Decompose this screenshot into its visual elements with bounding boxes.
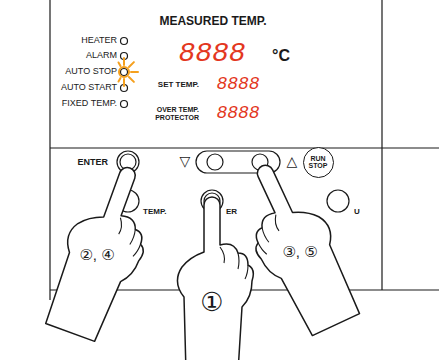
- indicator-label: FIXED TEMP.: [62, 99, 117, 109]
- callout-number: ①: [200, 288, 223, 317]
- callout-number: ②, ④: [79, 247, 114, 264]
- glow-ring: [119, 67, 129, 77]
- glow-ray: [123, 79, 125, 86]
- indicator-label: AUTO STOP: [65, 67, 117, 77]
- button-text: RUN STOP: [307, 155, 329, 170]
- led: [121, 69, 128, 76]
- pointing-hand: [177, 197, 253, 360]
- button-label: ENTER: [77, 158, 108, 168]
- display-label: OVER TEMP. PROTECTOR: [149, 106, 199, 121]
- seven-segment-display: 8888: [216, 104, 259, 124]
- knuckle-line: [109, 218, 146, 258]
- button-label: ER: [226, 208, 237, 217]
- button-label: ▽: [180, 154, 191, 169]
- run-stop-button: RUN STOP: [303, 147, 334, 178]
- indicator-label: AUTO START: [61, 83, 117, 93]
- display-label: SET TEMP.: [158, 81, 199, 90]
- glow-ray: [129, 62, 134, 67]
- frame-line: [50, 147, 439, 148]
- glow-ray: [131, 71, 138, 73]
- frame-line: [49, 0, 50, 300]
- hand-outline: [177, 197, 253, 360]
- glow-ray: [119, 78, 121, 81]
- indicator-label: HEATER: [81, 36, 117, 46]
- glow-ray: [123, 58, 125, 65]
- led: [121, 101, 128, 108]
- glow-ray: [129, 77, 134, 82]
- callout-number: ③, ⑤: [282, 244, 317, 261]
- button-label: U: [354, 208, 360, 217]
- unit-label: °C: [272, 47, 290, 65]
- hands: [38, 151, 368, 360]
- indicator-leds: [121, 38, 128, 108]
- knuckle-line: [220, 247, 248, 279]
- pointing-hand: [225, 151, 368, 342]
- display-heading: MEASURED TEMP.: [159, 15, 266, 28]
- frame-line: [381, 0, 382, 290]
- seven-segment-display: 8888: [216, 75, 259, 95]
- down-button: [207, 154, 223, 170]
- seven-segment-display: 8888: [178, 39, 245, 70]
- button-label: △: [287, 154, 298, 169]
- button-label: TEMP.: [143, 208, 166, 217]
- hand-outline: [225, 151, 368, 342]
- menu-button: [327, 190, 349, 212]
- hand-outline: [38, 156, 169, 346]
- pointing-hand: [38, 156, 169, 346]
- buttons: [117, 151, 349, 212]
- led: [121, 38, 128, 45]
- glow-ray: [119, 62, 121, 65]
- indicator-label: ALARM: [86, 51, 117, 61]
- led-glow: [119, 58, 139, 86]
